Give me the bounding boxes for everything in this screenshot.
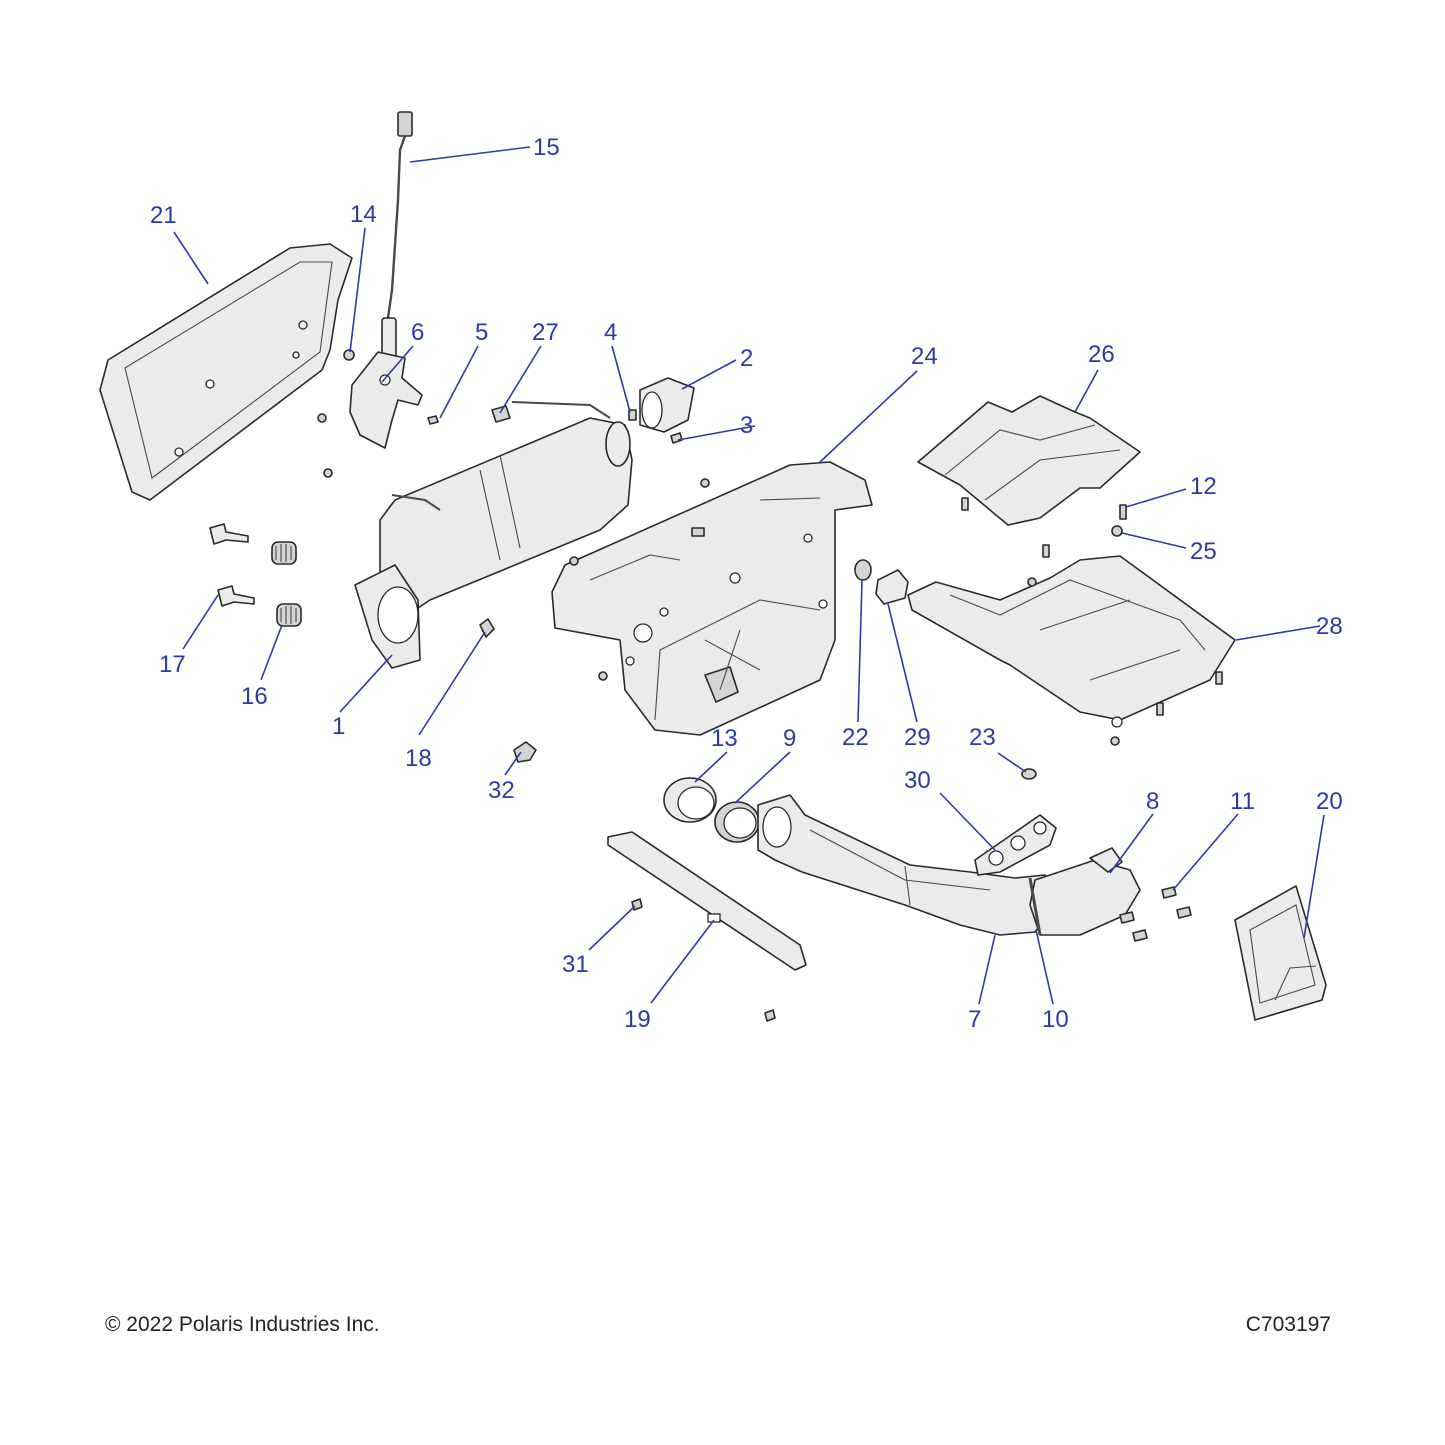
part-24-screw-c [598,671,608,681]
callout-6: 6 [411,319,424,346]
part-15-oxygen-sensor [381,111,413,359]
part-26-screw [961,497,969,511]
part-5-screw [427,415,439,425]
callout-13: 13 [711,725,738,752]
part-12-screw [1119,504,1127,520]
part-22-grommet [854,559,872,581]
part-3-screw [670,432,683,444]
part-30-gasket [974,814,1057,876]
part-8-flange [1029,847,1141,936]
callout-18: 18 [405,745,432,772]
part-14-nut [343,349,355,361]
callout-3: 3 [740,412,753,439]
callout-11: 11 [1230,788,1255,815]
callout-25: 25 [1190,538,1217,565]
part-21-heat-shield [99,243,353,501]
callout-16: 16 [241,683,268,710]
part-11-bolts [1119,886,1192,942]
callout-22: 22 [842,724,869,751]
part-13-coupling [663,777,717,823]
callout-7: 7 [968,1006,981,1033]
callout-8: 8 [1146,788,1159,815]
part-4-pin [628,409,637,421]
callout-9: 9 [783,725,796,752]
callout-26: 26 [1088,341,1115,368]
part-18-clip [479,618,495,638]
part-6-screw-a [317,413,327,423]
callout-15: 15 [533,134,560,161]
callout-23: 23 [969,724,996,751]
callout-30: 30 [904,767,931,794]
part-31-screw-b [764,1009,776,1022]
callout-17: 17 [159,651,186,678]
part-27-bracket [491,405,511,423]
callout-27: 27 [532,319,559,346]
part-28-screw-b [1215,671,1223,685]
copyright-text: © 2022 Polaris Industries Inc. [105,1313,380,1336]
part-2-tailpipe [639,377,695,433]
callout-19: 19 [624,1006,651,1033]
part-19-shield-strip [607,831,807,971]
part-28-screw-c [1156,702,1164,716]
part-20-bracket-plate [1234,885,1327,1021]
callout-10: 10 [1042,1006,1069,1033]
part-32-clamp [513,741,537,763]
callout-12: 12 [1190,473,1217,500]
part-25-screw-b [1042,544,1050,558]
part-6-screw-b [323,468,333,478]
part-24-screw-b [569,556,579,566]
part-28-nut-d [1110,736,1120,746]
part-29-isolator [875,569,909,605]
callout-28: 28 [1316,613,1343,640]
callout-1: 1 [332,713,345,740]
part-16-springs [271,541,302,627]
callout-2: 2 [740,345,753,372]
part-24-center-shield [551,461,873,736]
part-25-screw [1111,525,1123,537]
part-10-clamp-band [1028,877,1042,936]
callout-24: 24 [911,343,938,370]
part-17-bolts [209,523,255,607]
part-7-header-pipe [757,794,1061,936]
part-28-lower-shield [907,555,1236,728]
part-28-nut-a [1027,577,1037,587]
callout-32: 32 [488,777,515,804]
callout-4: 4 [604,319,617,346]
leader-lines [173,146,1325,1005]
drawing-number: C703197 [1245,1313,1331,1336]
callout-31: 31 [562,951,589,978]
part-9-clamp [714,801,760,843]
part-24-screw-a [700,478,710,488]
callout-21: 21 [150,202,177,229]
callout-29: 29 [904,724,931,751]
callout-20: 20 [1316,788,1343,815]
callout-14: 14 [350,201,377,228]
callout-labels: 1 2 3 4 5 6 7 8 9 10 11 12 13 14 15 16 1… [150,134,1343,1033]
part-6-small-shield [349,351,423,449]
part-1-muffler [354,401,633,669]
part-26-upper-shield [917,395,1141,526]
callout-5: 5 [475,319,488,346]
